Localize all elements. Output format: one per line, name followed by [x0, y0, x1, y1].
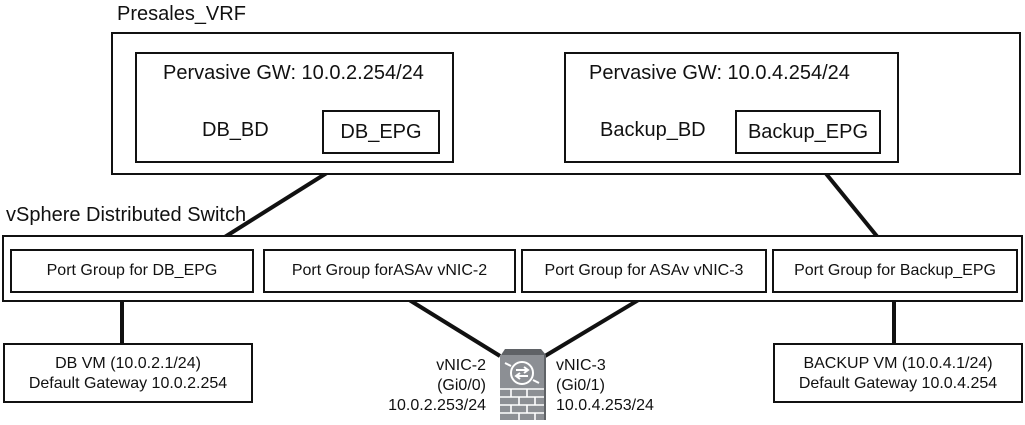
port-group-asav-vnic3: Port Group for ASAv vNIC-3 — [521, 249, 767, 293]
asav-firewall-icon — [497, 347, 547, 420]
vnic3-interface: (Gi0/1) — [556, 377, 605, 394]
db-vm-box: DB VM (10.0.2.1/24) Default Gateway 10.0… — [3, 343, 253, 403]
vnic3-name: vNIC-3 — [556, 357, 606, 374]
port-group-label: Port Group for Backup_EPG — [794, 262, 996, 279]
vnic2-portgroup-to-asav-link — [396, 291, 502, 358]
backup-bd-gateway: Pervasive GW: 10.0.4.254/24 — [589, 62, 850, 84]
vrf-title: Presales_VRF — [117, 3, 246, 25]
vnic2-interface: (Gi0/0) — [437, 377, 486, 394]
vnic2-label-group: vNIC-2 (Gi0/0) 10.0.2.253/24 — [370, 356, 486, 416]
backup-vm-box: BACKUP VM (10.0.4.1/24) Default Gateway … — [773, 343, 1023, 403]
switch-title: vSphere Distributed Switch — [6, 204, 247, 226]
port-group-label: Port Group for DB_EPG — [46, 262, 218, 279]
db-epg-box: DB_EPG — [322, 110, 440, 154]
vnic3-ip: 10.0.4.253/24 — [556, 397, 654, 414]
vnic3-portgroup-to-asav-link — [543, 291, 652, 358]
db-bd-name: DB_BD — [202, 119, 269, 141]
backup-vm-gateway: Default Gateway 10.0.4.254 — [798, 375, 998, 392]
backup-epg-box: Backup_EPG — [735, 110, 881, 154]
db-epg-label: DB_EPG — [340, 120, 422, 143]
backup-bd-name: Backup_BD — [600, 119, 706, 141]
port-group-asav-vnic2: Port Group forASAv vNIC-2 — [263, 249, 516, 293]
vnic3-label-group: vNIC-3 (Gi0/1) 10.0.4.253/24 — [556, 356, 686, 416]
vnic2-name: vNIC-2 — [436, 357, 486, 374]
db-vm-address: DB VM (10.0.2.1/24) — [55, 355, 201, 372]
port-group-label: Port Group for ASAv vNIC-3 — [544, 262, 744, 279]
port-group-label: Port Group forASAv vNIC-2 — [291, 262, 488, 279]
backup-vm-address: BACKUP VM (10.0.4.1/24) — [803, 355, 993, 372]
backup-epg-label: Backup_EPG — [747, 120, 869, 143]
db-bd-gateway: Pervasive GW: 10.0.2.254/24 — [163, 62, 424, 84]
db-vm-gateway: Default Gateway 10.0.2.254 — [28, 375, 228, 392]
port-group-db-epg: Port Group for DB_EPG — [10, 249, 254, 293]
port-group-backup-epg: Port Group for Backup_EPG — [772, 249, 1018, 293]
vnic2-ip: 10.0.2.253/24 — [388, 397, 486, 414]
